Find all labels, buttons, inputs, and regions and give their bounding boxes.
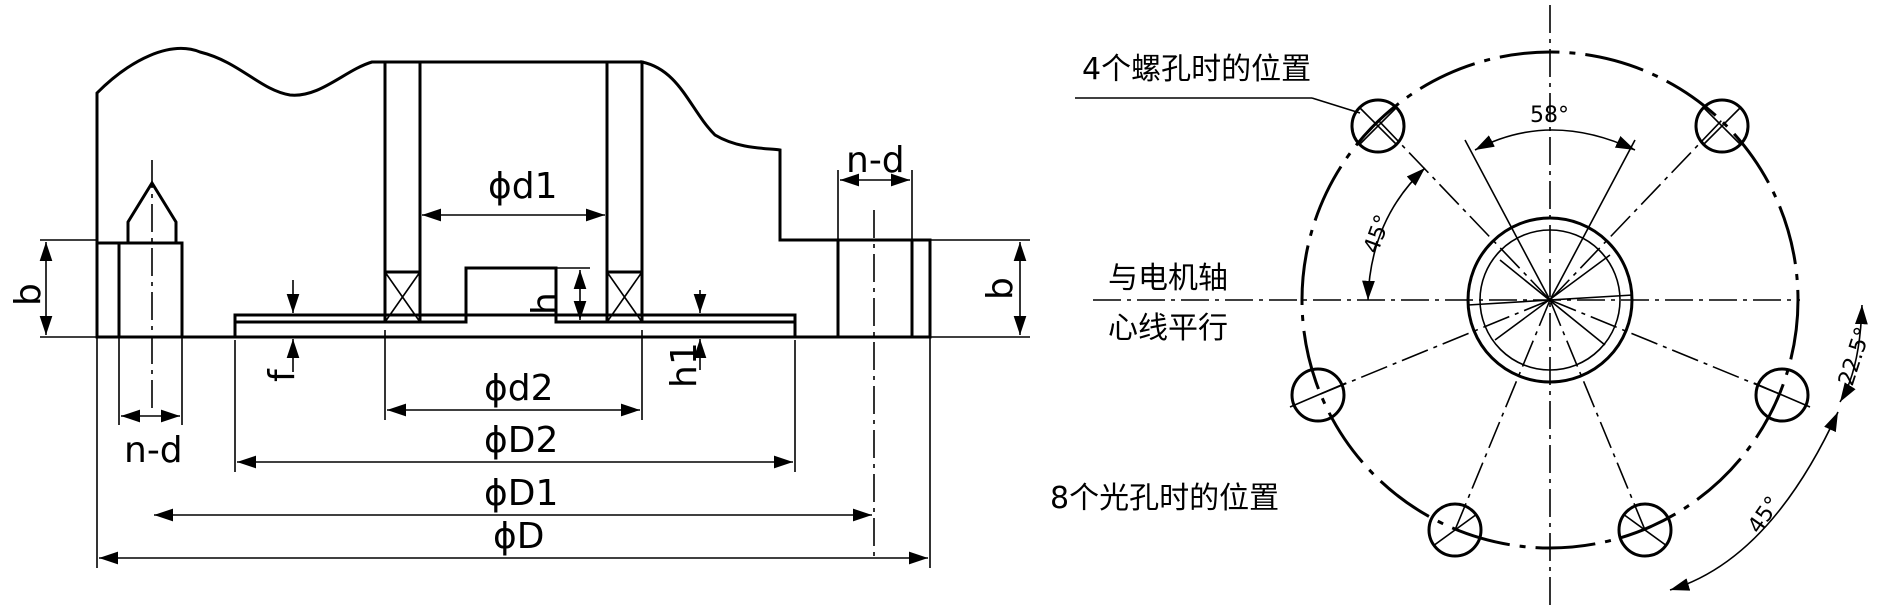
dim-phi-d2: ϕd2 [484, 368, 554, 409]
flange-rim-left [95, 241, 121, 339]
angle-58: 58° [1530, 103, 1569, 128]
drill-point [126, 180, 178, 245]
plain-hole-left [1289, 367, 1347, 423]
dim-b-right: b [980, 277, 1021, 300]
dim-b-left: b [8, 283, 49, 306]
angle-45-left: 45° [1359, 212, 1396, 257]
dim-h1: h1 [664, 342, 705, 388]
dim-phi-D2: ϕD2 [484, 420, 558, 461]
flange-rim-right [910, 238, 932, 339]
label-parallel-line1: 与电机轴 [1108, 261, 1228, 296]
dim-f: f [262, 368, 303, 382]
label-eight-plain-holes: 8个光孔时的位置 [1050, 481, 1279, 516]
dim-phi-d1: ϕd1 [488, 166, 558, 207]
angle-45-right: 45° [1743, 492, 1786, 538]
hole-position-view: 58° 45° 22.5° 45° 4个螺孔时的位置 与电机轴 心线平行 8个光… [1050, 5, 1876, 610]
tapped-hole [117, 241, 184, 339]
angle-22-5: 22.5° [1834, 324, 1876, 389]
label-four-threaded-holes: 4个螺孔时的位置 [1082, 52, 1311, 87]
bushing-left-foot [383, 270, 422, 324]
dim-nd-right: n-d [846, 140, 905, 181]
threaded-hole-top-right [1694, 98, 1750, 154]
section-view: b b ϕd1 h f h1 ϕd2 ϕD2 ϕD1 [8, 47, 1030, 568]
plain-hole-bottom-right [1617, 502, 1673, 558]
flange-body-left [95, 47, 387, 339]
plain-hole-right [1753, 367, 1811, 423]
dim-phi-D1: ϕD1 [484, 473, 558, 514]
dim-nd-left: n-d [124, 430, 183, 471]
threaded-hole-top-left [1350, 98, 1406, 154]
plain-hole-bottom-left [1427, 502, 1483, 558]
bolt-hole-right [836, 238, 914, 339]
bushing-right [605, 60, 644, 274]
bushing-left [383, 60, 422, 274]
label-parallel-line2: 心线平行 [1108, 311, 1228, 346]
flange-body-right [640, 60, 932, 339]
dim-h: h [525, 292, 566, 315]
dim-phi-D: ϕD [493, 516, 544, 557]
